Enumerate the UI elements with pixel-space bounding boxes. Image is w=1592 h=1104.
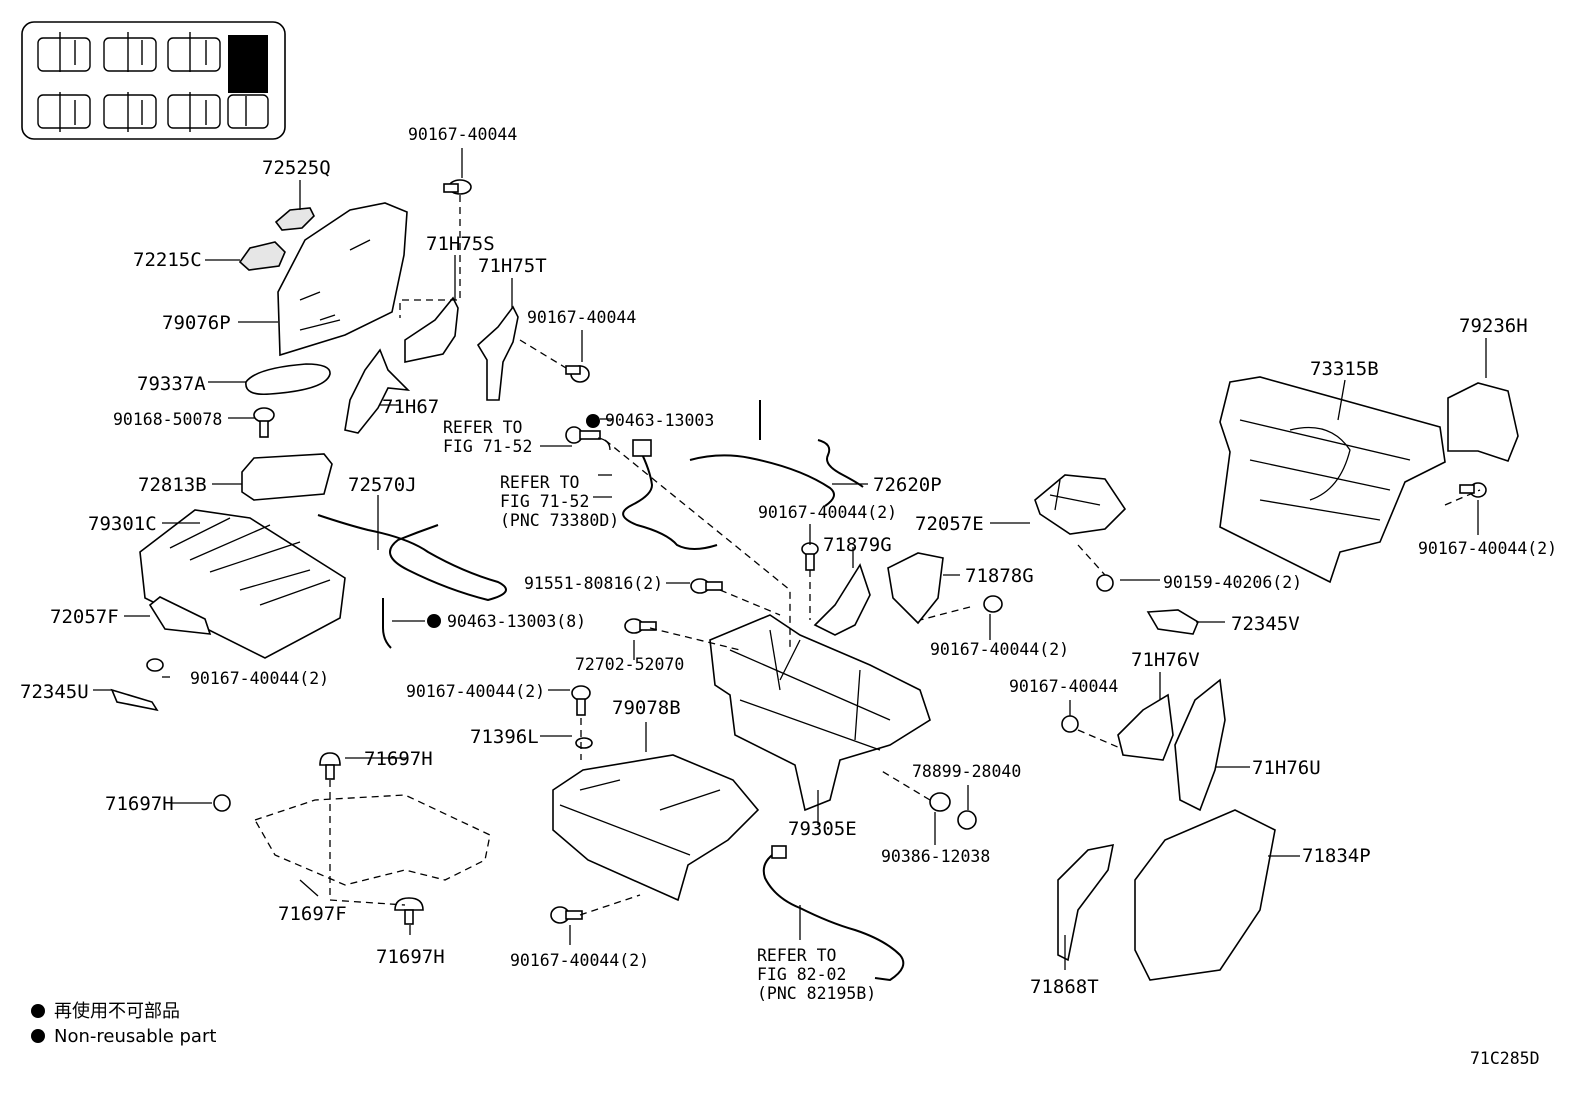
part-71H76V-shape: [1117, 693, 1174, 761]
label-71697H-a: 71697H: [364, 748, 433, 770]
part-71H67-shape: [344, 348, 411, 434]
label-71697F: 71697F: [278, 903, 347, 925]
label-71H75T: 71H75T: [478, 255, 547, 277]
part-79236H-shape: [1447, 382, 1519, 462]
label-72057E: 72057E: [915, 513, 984, 535]
refer-fig-71-52-b-line1: REFER TO: [500, 473, 579, 492]
part-72057F-shape: [148, 596, 212, 635]
screw-90168-50078-shape: [253, 407, 275, 438]
label-71697H-c: 71697H: [376, 946, 445, 968]
label-79078B: 79078B: [612, 697, 681, 719]
label-72570J: 72570J: [348, 474, 417, 496]
part-71697F-shape: [254, 794, 491, 886]
bolt-90463-13003-shape: [565, 426, 601, 444]
part-79337A-shape: [245, 363, 331, 396]
label-71396L: 71396L: [470, 726, 539, 748]
label-72702-52070: 72702-52070: [575, 655, 684, 674]
label-72525Q: 72525Q: [262, 157, 331, 179]
label-71H67: 71H67: [382, 396, 439, 418]
refer-fig-82-02-line3: (PNC 82195B): [757, 984, 876, 1003]
label-71879G: 71879G: [823, 534, 892, 556]
label-72345V: 72345V: [1231, 613, 1300, 635]
label-90167-40044-2b: 90167-40044(2): [930, 640, 1069, 659]
refer-fig-82-02-line1: REFER TO: [757, 946, 836, 965]
label-79301C: 79301C: [88, 513, 157, 535]
part-71H75T-shape: [476, 305, 519, 401]
part-79305E-shape: [709, 614, 931, 812]
legend: 再使用不可部品 Non-reusable part: [54, 1001, 216, 1047]
part-79078B-shape: [552, 754, 760, 902]
part-72345V-shape: [1146, 609, 1200, 635]
refer-fig-71-52-b-line2: FIG 71-52: [500, 492, 589, 511]
part-71879G-shape: [813, 563, 871, 636]
label-71H76V: 71H76V: [1131, 649, 1200, 671]
label-79337A: 79337A: [137, 373, 206, 395]
part-72570J-shape: [317, 514, 507, 602]
part-72620P-shape: [689, 439, 864, 507]
label-72345U: 72345U: [20, 681, 89, 703]
label-71697H-b: 71697H: [105, 793, 174, 815]
label-78899-28040: 78899-28040: [912, 762, 1021, 781]
label-90167-40044-top: 90167-40044: [408, 125, 517, 144]
label-71868T: 71868T: [1030, 976, 1099, 998]
label-72215C: 72215C: [133, 249, 202, 271]
label-72620P: 72620P: [873, 474, 942, 496]
part-71878G-shape: [887, 552, 944, 625]
label-90167-40044-b: 90167-40044: [527, 308, 636, 327]
non-reusable-marker-90463-13003-8: [427, 614, 441, 628]
refer-fig-71-52-b-line3: (PNC 73380D): [500, 511, 619, 530]
label-90167-40044-c: 90167-40044: [1009, 677, 1118, 696]
label-90463-13003-8: 90463-13003(8): [447, 612, 586, 631]
label-79305E: 79305E: [788, 818, 857, 840]
label-90167-40044-2c-left: 90167-40044(2): [406, 682, 545, 701]
label-71H75S: 71H75S: [426, 233, 495, 255]
part-79301C-shape: [139, 509, 346, 659]
part-72345U-shape: [110, 688, 159, 712]
label-90386-12038: 90386-12038: [881, 847, 990, 866]
legend-non-reusable-jp: 再使用不可部品: [54, 1001, 180, 1022]
label-90167-40044-2a: 90167-40044(2): [758, 503, 897, 522]
part-71H75S-shape: [404, 296, 459, 363]
label-72813B: 72813B: [138, 474, 207, 496]
part-79076P-shape: [277, 202, 408, 357]
part-72057E-shape: [1034, 474, 1127, 535]
part-71H76U-shape: [1174, 678, 1226, 812]
seat-layout-index-icon: [21, 21, 286, 140]
label-71H76U: 71H76U: [1252, 757, 1321, 779]
legend-non-reusable-en: Non-reusable part: [54, 1026, 216, 1047]
part-labels: 90167-40044 72525Q 72215C 79076P 71H75S …: [20, 125, 1557, 1003]
label-73315B: 73315B: [1310, 358, 1379, 380]
label-72057F: 72057F: [50, 606, 119, 628]
label-79076P: 79076P: [162, 312, 231, 334]
label-90159-40206: 90159-40206(2): [1163, 573, 1302, 592]
label-90463-13003: 90463-13003: [605, 411, 714, 430]
part-71868T-shape: [1057, 843, 1115, 962]
part-72525Q-shape: [274, 207, 315, 231]
screw-90167-40044-b-shape: [565, 365, 590, 383]
screw-90167-40044-top-shape: [443, 179, 472, 195]
non-reusable-markers: [31, 414, 600, 1043]
label-71834P: 71834P: [1302, 845, 1371, 867]
refer-fig-82-02-line2: FIG 82-02: [757, 965, 846, 984]
label-71878G: 71878G: [965, 565, 1034, 587]
label-90167-40044-2d: 90167-40044(2): [510, 951, 649, 970]
diagram-code: 71C285D: [1470, 1049, 1540, 1068]
label-90167-40044-2e: 90167-40044(2): [1418, 539, 1557, 558]
part-73315B-shape: [1219, 376, 1446, 584]
label-91551-80816: 91551-80816(2): [524, 574, 663, 593]
label-79236H: 79236H: [1459, 315, 1528, 337]
part-72215C-shape: [238, 241, 286, 271]
refer-fig-71-52-a-line2: FIG 71-52: [443, 437, 532, 456]
refer-fig-71-52-a-line1: REFER TO: [443, 418, 522, 437]
part-71834P-shape: [1134, 809, 1276, 981]
non-reusable-marker-90463-13003: [586, 414, 600, 428]
label-90168-50078: 90168-50078: [113, 410, 222, 429]
part-shapes: [110, 179, 1519, 982]
part-72813B-shape: [241, 453, 333, 501]
label-90167-40044-2c: 90167-40044(2): [190, 669, 329, 688]
leader-lines: [93, 148, 1487, 970]
